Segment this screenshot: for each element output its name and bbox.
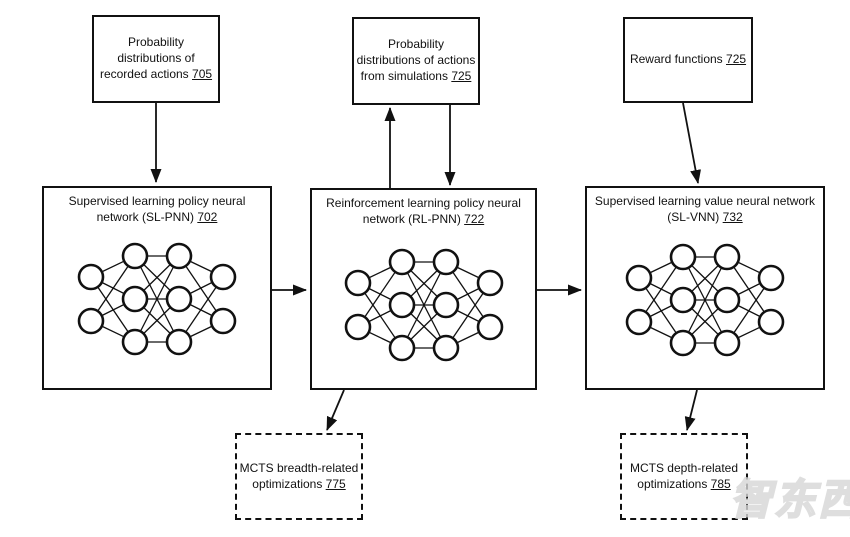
arrow-slvnn-to-mcts-depth xyxy=(684,389,698,431)
ref-number-732: 732 xyxy=(722,209,743,224)
box-title-line: Supervised learning value neural network xyxy=(594,194,816,208)
box-title-line: network (RL-PNN) 722 xyxy=(362,211,485,226)
box-sl-vnn: Supervised learning value neural network… xyxy=(585,186,825,390)
connector-arrows xyxy=(150,102,702,431)
box-title-line: (SL-VNN) 732 xyxy=(667,209,743,224)
box-label-line: Probability xyxy=(387,37,445,52)
ref-number-725-reward: 725 xyxy=(726,52,747,67)
box-label-line: distributions of xyxy=(117,51,195,66)
ref-number-725-simulations: 725 xyxy=(451,68,472,83)
box-label-line: Reward functions 725 xyxy=(629,52,747,67)
ref-number-705: 705 xyxy=(192,66,213,81)
ref-number-775: 775 xyxy=(325,476,346,491)
box-title-line: Supervised learning policy neural xyxy=(68,194,246,208)
box-label-line: distributions of actions xyxy=(356,53,476,68)
box-probability-simulation-actions: Probability distributions of actions fro… xyxy=(352,17,480,105)
arrow-reward-to-slvnn xyxy=(682,102,702,184)
box-label-line: from simulations 725 xyxy=(360,68,472,83)
box-rl-pnn: Reinforcement learning policy neural net… xyxy=(310,188,537,390)
box-mcts-breadth-optimizations: MCTS breadth-related optimizations 775 xyxy=(235,433,363,520)
box-title-line: network (SL-PNN) 702 xyxy=(96,209,218,224)
arrow-rlpnn-to-mcts-breadth xyxy=(326,389,345,431)
box-sl-pnn: Supervised learning policy neural networ… xyxy=(42,186,272,390)
box-label-line: optimizations 785 xyxy=(637,476,731,491)
watermark-logo: 智东西 xyxy=(729,475,850,524)
box-reward-functions: Reward functions 725 xyxy=(623,17,753,103)
ref-number-702: 702 xyxy=(197,209,218,224)
box-label-line: optimizations 775 xyxy=(252,476,346,491)
box-probability-recorded-actions: Probability distributions of recorded ac… xyxy=(92,15,220,103)
ref-number-722: 722 xyxy=(464,211,485,226)
box-label-line: MCTS depth-related xyxy=(629,460,739,475)
box-mcts-depth-optimizations: MCTS depth-related optimizations 785 xyxy=(620,433,748,520)
box-title-line: Reinforcement learning policy neural xyxy=(326,196,521,210)
box-label-line: MCTS breadth-related xyxy=(239,460,359,475)
box-label-line: recorded actions 705 xyxy=(99,66,213,81)
box-label-line: Probability xyxy=(127,35,185,50)
ref-number-785: 785 xyxy=(710,476,731,491)
